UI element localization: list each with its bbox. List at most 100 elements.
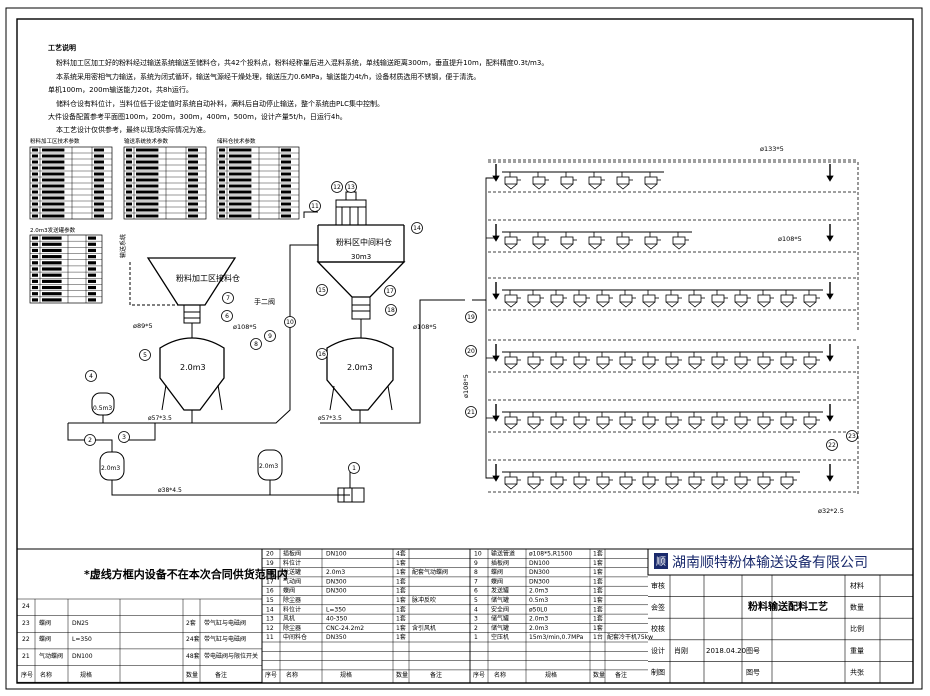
callout-number: 16 xyxy=(318,351,326,358)
table-cell-text xyxy=(188,154,198,158)
receiving-point xyxy=(757,352,774,370)
bom-header-cell: 规格 xyxy=(545,671,557,679)
table-cell-text xyxy=(94,160,104,164)
callout-number: 2 xyxy=(88,437,92,444)
bom-cell: 9 xyxy=(474,560,478,567)
table-cell-text xyxy=(42,190,65,194)
receiving-point xyxy=(757,472,774,490)
sender-tank-left xyxy=(159,337,225,411)
bom-cell: 输送管道 xyxy=(491,550,515,558)
arrow-head-icon xyxy=(826,293,834,300)
table-cell-text xyxy=(42,172,65,176)
bom-cell: DN100 xyxy=(72,653,93,660)
bom-cell: 气动阀 xyxy=(283,577,301,585)
table-cell-text xyxy=(94,172,104,176)
bom-header-cell: 名称 xyxy=(286,671,298,679)
drawing-number-label: 图号 xyxy=(746,669,760,677)
table-cell-text xyxy=(42,298,62,302)
table-cell-text xyxy=(94,166,104,170)
table-cell-text xyxy=(136,196,159,200)
arrow-head-icon xyxy=(492,415,500,422)
receiving-point xyxy=(780,352,797,370)
table-cell-text xyxy=(42,285,62,290)
table-cell-text xyxy=(42,214,65,218)
table-cell-text xyxy=(136,184,159,188)
receiving-point xyxy=(504,172,521,190)
table-cell-text xyxy=(94,208,104,212)
table-cell-text xyxy=(32,267,38,271)
bom-cell: 1 xyxy=(474,634,478,641)
receiving-point xyxy=(644,232,661,250)
receiving-point xyxy=(665,290,682,308)
bom-cell: 发送罐 xyxy=(283,568,301,576)
bom-header-cell: 序号 xyxy=(21,671,33,679)
table-cell-text xyxy=(32,154,38,158)
table-cell-text xyxy=(42,267,62,271)
arrow-head-icon xyxy=(826,175,834,182)
left-process: 输送系统 粉料加工区接料仓 2.0m3 ø57*3.5 ø89*5 0.5m3 … xyxy=(67,191,465,503)
receiving-point xyxy=(527,352,544,370)
bom-cell: 8 xyxy=(474,569,478,576)
receiving-point xyxy=(688,472,705,490)
bom-header-cell: 规格 xyxy=(340,671,352,679)
bom-cell: 1套 xyxy=(396,624,406,632)
callout-number: 8 xyxy=(254,341,258,348)
bom-cell: 5 xyxy=(474,597,478,604)
table-cell-text xyxy=(32,292,38,296)
table-frame xyxy=(29,234,103,304)
receiving-point xyxy=(504,352,521,370)
bom-cell: 16 xyxy=(266,588,274,595)
bom-cell: 1套 xyxy=(593,587,603,595)
table-cell-text xyxy=(32,255,38,259)
bom-cell: 2套 xyxy=(186,619,196,627)
air-tank-mid-volume: 2.0m3 xyxy=(101,465,120,472)
table-cell-text xyxy=(219,196,225,200)
param-table-2-title: 输送系统技术参数 xyxy=(124,137,169,145)
callout-number: 13 xyxy=(347,184,355,191)
callout-number: 12 xyxy=(333,184,341,191)
table-cell-text xyxy=(229,196,252,200)
callout-number: 7 xyxy=(226,295,230,302)
air-compressor xyxy=(337,487,365,503)
bom-cell: 20 xyxy=(266,551,274,558)
callout-bubble: 19 xyxy=(465,311,477,323)
bom-cell: 风机 xyxy=(283,615,295,623)
bom-header-cell: 备注 xyxy=(215,671,227,679)
table-cell-text xyxy=(32,202,38,206)
receiving-point xyxy=(780,472,797,490)
bom-cell: 1套 xyxy=(396,577,406,585)
bom-cell: DN350 xyxy=(326,634,347,641)
table-cell-text xyxy=(94,202,104,206)
sender-tank-right-volume: 2.0m3 xyxy=(347,363,373,372)
table-cell-text xyxy=(188,166,198,170)
bom-cell: 22 xyxy=(22,636,30,643)
receiving-point xyxy=(803,290,820,308)
notes-heading: 工艺说明 xyxy=(48,43,76,52)
bom-cell: 安全阀 xyxy=(491,605,509,613)
receiving-point xyxy=(803,412,820,430)
bom-cell: 13 xyxy=(266,616,274,623)
table-cell-text xyxy=(32,298,38,302)
bom-header-cell: 数量 xyxy=(186,671,198,679)
table-cell-text xyxy=(229,184,252,188)
table-cell-text xyxy=(126,214,132,218)
pipe-label-108-a: ø108*5 xyxy=(233,323,257,331)
table-cell-text xyxy=(136,166,159,170)
arrow-head-icon xyxy=(826,475,834,482)
receiving-point xyxy=(573,352,590,370)
table-cell-text xyxy=(42,255,62,259)
table-cell-text xyxy=(42,184,65,188)
table-cell-text xyxy=(219,190,225,194)
pipe-label-89: ø89*5 xyxy=(133,322,153,330)
table-cell-text xyxy=(42,273,62,277)
bom-cell: 24 xyxy=(22,603,30,610)
bom-cell: 蝶阀 xyxy=(39,619,51,627)
arrow-head-icon xyxy=(492,235,500,242)
bom-cell: L=350 xyxy=(326,606,346,613)
bom-cell: 1套 xyxy=(593,596,603,604)
outer-frame xyxy=(5,7,923,690)
title-row-label: 会签 xyxy=(651,603,665,612)
arrow-head-icon xyxy=(492,175,500,182)
bom-header-cell: 名称 xyxy=(494,671,506,679)
table-cell-text xyxy=(188,214,198,218)
